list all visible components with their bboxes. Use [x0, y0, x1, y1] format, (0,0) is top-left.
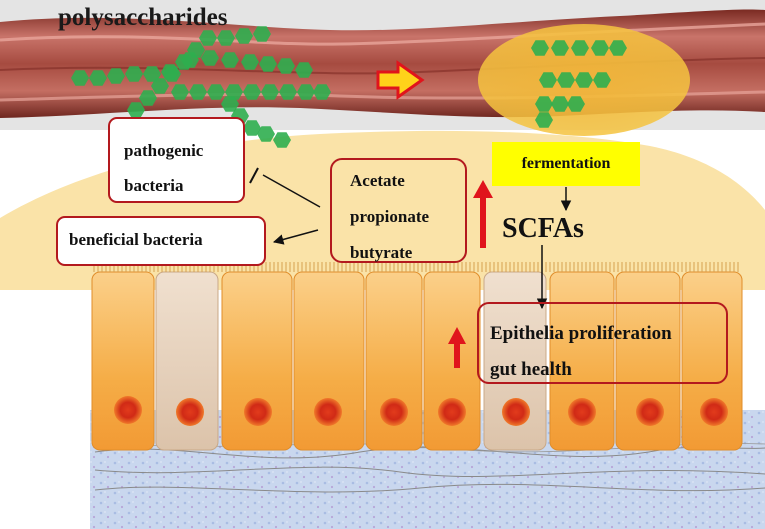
sugar-unit-icon [199, 30, 217, 46]
promotes-arrow [272, 229, 319, 245]
cell-nucleus [380, 398, 408, 426]
sugar-unit-icon [593, 72, 611, 88]
sugar-unit-icon [107, 68, 125, 84]
sugar-unit-icon [189, 84, 207, 100]
sugar-unit-icon [591, 40, 609, 56]
epithelial-cell [423, 271, 481, 451]
goblet-cell [483, 271, 547, 451]
increase-arrow-icon [473, 180, 493, 248]
sugar-unit-icon [295, 62, 313, 78]
epithelial-cell [615, 271, 681, 451]
sugar-unit-icon [171, 84, 189, 100]
inhibition-line [262, 174, 321, 208]
sugar-unit-icon [567, 96, 585, 112]
sugar-unit-icon [151, 78, 169, 94]
pathogenic-bacteria-box [108, 117, 245, 203]
microvilli [93, 262, 739, 272]
scfa-types-list: Acetate propionate butyrate [350, 163, 460, 271]
sugar-unit-icon [257, 126, 275, 142]
cell-nucleus [502, 398, 530, 426]
sugar-unit-icon [235, 28, 253, 44]
sugar-unit-icon [243, 84, 261, 100]
sugar-unit-icon [609, 40, 627, 56]
sugar-unit-icon [535, 96, 553, 112]
epithelial-cell [293, 271, 365, 451]
sugar-unit-icon [557, 72, 575, 88]
sugar-unit-icon [551, 96, 569, 112]
sugar-unit-icon [225, 84, 243, 100]
sugar-unit-icon [143, 66, 161, 82]
sugar-unit-icon [243, 120, 261, 136]
sugar-unit-icon [575, 72, 593, 88]
cell-nucleus [438, 398, 466, 426]
sugar-unit-icon [273, 132, 291, 148]
increase-arrow-icon [448, 327, 466, 368]
epithelia-effects-box [477, 302, 728, 384]
sugar-unit-icon [125, 66, 143, 82]
butyrate-label: butyrate [350, 243, 413, 262]
epithelia-effects-list: Epithelia proliferation gut health [490, 316, 720, 388]
sugar-unit-icon [313, 84, 331, 100]
polysaccharide-chains [71, 26, 627, 148]
sugar-unit-icon [161, 64, 179, 80]
sugar-unit-icon [551, 40, 569, 56]
sugar-unit-icon [221, 96, 239, 112]
beneficial-bacteria-label: beneficial bacteria [69, 230, 203, 249]
sugar-unit-icon [297, 84, 315, 100]
sugar-unit-icon [539, 72, 557, 88]
sugar-unit-icon [279, 84, 297, 100]
fermentation-direction-arrow [376, 60, 425, 100]
fermentation-label: fermentation [521, 155, 611, 172]
epithelial-cell [221, 271, 293, 451]
acetate-label: Acetate [350, 171, 405, 190]
sugar-unit-icon [207, 84, 225, 100]
epithelial-cell [365, 271, 423, 451]
epithelial-cell [549, 271, 615, 451]
inhibition-bar [249, 167, 259, 184]
sugar-unit-icon [531, 40, 549, 56]
sugar-unit-icon [217, 30, 235, 46]
polysaccharides-title: polysaccharides [58, 4, 228, 31]
epithelial-layer [91, 262, 743, 451]
cell-nucleus [314, 398, 342, 426]
sugar-unit-icon [71, 70, 89, 86]
sugar-unit-icon [181, 52, 199, 68]
gut-health-label: gut health [490, 359, 572, 380]
cell-nucleus [176, 398, 204, 426]
sugar-unit-icon [259, 56, 277, 72]
sugar-unit-icon [261, 84, 279, 100]
goblet-cell [155, 271, 219, 451]
beneficial-bacteria-box [56, 216, 266, 266]
sugar-unit-icon [127, 102, 145, 118]
propionate-label: propionate [350, 207, 430, 226]
sugar-unit-icon [571, 40, 589, 56]
sugar-unit-icon [221, 52, 239, 68]
cell-nucleus [244, 398, 272, 426]
fermentation-box: fermentation [492, 142, 640, 186]
pathogenic-bacteria-label: pathogenic bacteria [124, 141, 204, 195]
sugar-unit-icon [139, 90, 157, 106]
sugar-unit-icon [277, 58, 295, 74]
epithelia-proliferation-label: Epithelia proliferation [490, 323, 672, 344]
sugar-unit-icon [241, 54, 259, 70]
scfa-types-box [330, 158, 467, 263]
cell-nucleus [700, 398, 728, 426]
sugar-unit-icon [89, 70, 107, 86]
sugar-unit-icon [201, 50, 219, 66]
scfas-label: SCFAs [502, 213, 584, 244]
cell-nucleus [114, 396, 142, 424]
sugar-unit-icon [253, 26, 271, 42]
epithelial-cell [91, 271, 155, 451]
sugar-unit-icon [535, 112, 553, 128]
cell-nucleus [568, 398, 596, 426]
cell-nucleus [636, 398, 664, 426]
